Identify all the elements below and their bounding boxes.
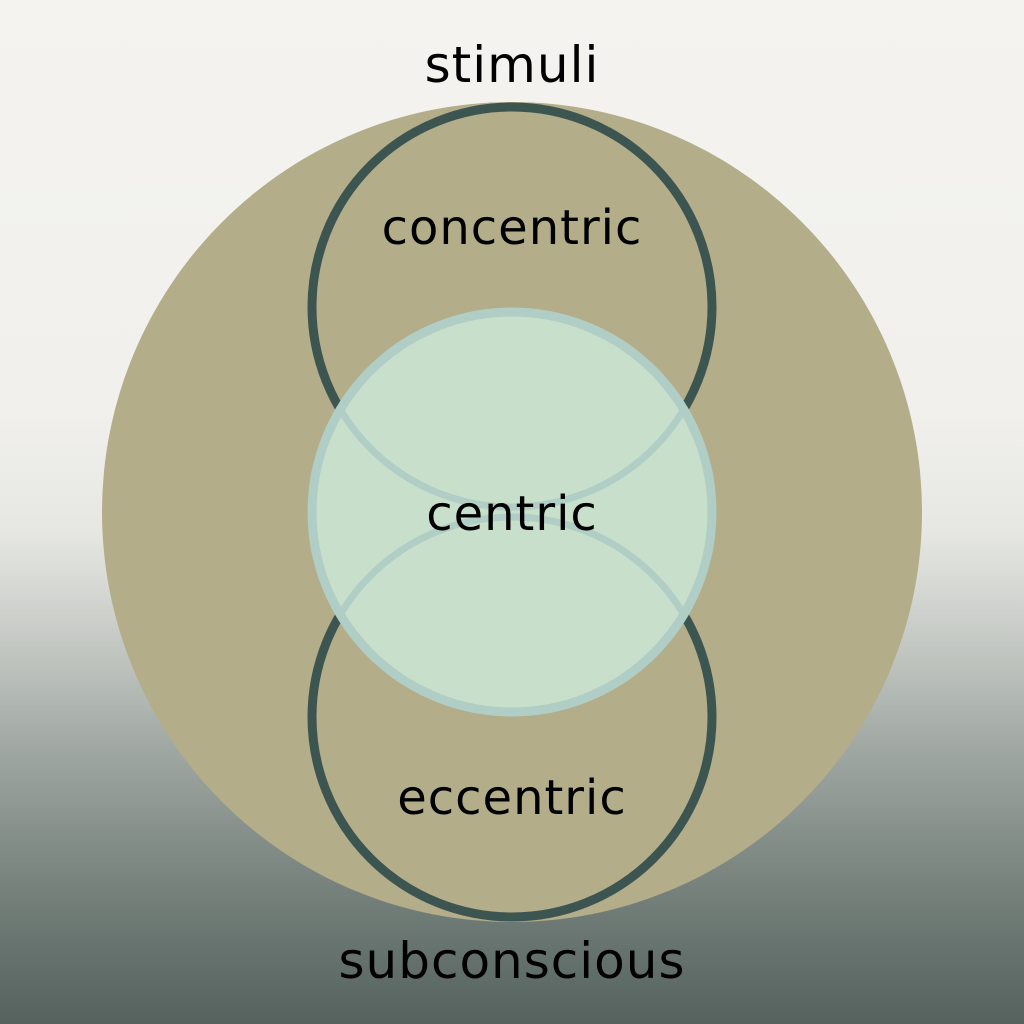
label-centric: centric — [426, 486, 598, 542]
upper-arc-overlay — [312, 312, 712, 511]
label-stimuli: stimuli — [424, 36, 600, 94]
center-circle — [307, 307, 717, 717]
label-concentric: concentric — [381, 200, 643, 256]
lower-arc-overlay — [312, 513, 712, 712]
label-subconscious: subconscious — [338, 932, 686, 990]
label-eccentric: eccentric — [397, 770, 627, 826]
